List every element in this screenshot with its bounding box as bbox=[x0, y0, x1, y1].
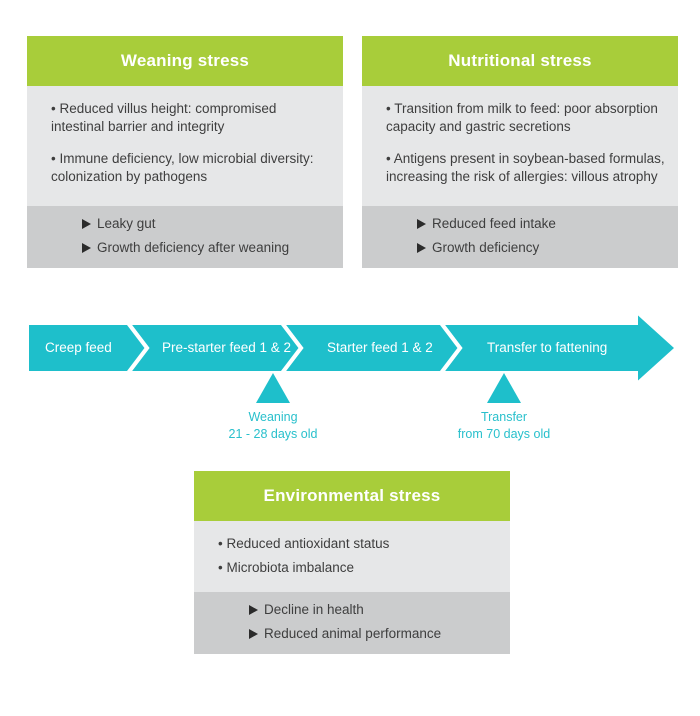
arrow-right-icon bbox=[417, 243, 426, 253]
nutritional-effect-1-label: Reduced feed intake bbox=[432, 216, 556, 231]
arrow-right-icon bbox=[82, 219, 91, 229]
environmental-stress-causes: • Reduced antioxidant status • Microbiot… bbox=[194, 521, 510, 592]
nutritional-effect-1: Reduced feed intake bbox=[417, 215, 678, 233]
environmental-cause-2: • Microbiota imbalance bbox=[218, 560, 355, 575]
weaning-stress-title: Weaning stress bbox=[27, 36, 343, 86]
weaning-milestone: Weaning 21 - 28 days old bbox=[213, 409, 333, 443]
weaning-effect-1-label: Leaky gut bbox=[97, 216, 156, 231]
weaning-milestone-title: Weaning bbox=[248, 410, 298, 424]
arrow-right-icon bbox=[82, 243, 91, 253]
transfer-milestone: Transfer from 70 days old bbox=[444, 409, 564, 443]
environmental-effect-2: Reduced animal performance bbox=[249, 625, 510, 643]
environmental-stress-effects: Decline in health Reduced animal perform… bbox=[194, 592, 510, 654]
nutritional-stress-title: Nutritional stress bbox=[362, 36, 678, 86]
stage-label-creep-feed: Creep feed bbox=[45, 340, 112, 355]
nutritional-cause-2: • Antigens present in soybean-based form… bbox=[386, 151, 665, 184]
environmental-effect-2-label: Reduced animal performance bbox=[264, 626, 442, 641]
weaning-effect-2: Growth deficiency after weaning bbox=[82, 239, 343, 257]
arrow-right-icon bbox=[249, 605, 258, 615]
nutritional-stress-effects: Reduced feed intake Growth deficiency bbox=[362, 206, 678, 268]
weaning-cause-2: • Immune deficiency, low microbial diver… bbox=[51, 151, 314, 184]
environmental-stress-title: Environmental stress bbox=[194, 471, 510, 521]
environmental-cause-1: • Reduced antioxidant status bbox=[218, 536, 390, 551]
weaning-stress-causes: • Reduced villus height: compromised int… bbox=[27, 86, 343, 206]
environmental-effect-1-label: Decline in health bbox=[264, 602, 364, 617]
nutritional-effect-2-label: Growth deficiency bbox=[432, 240, 540, 255]
environmental-effect-1: Decline in health bbox=[249, 601, 510, 619]
weaning-stress-box: Weaning stress • Reduced villus height: … bbox=[27, 36, 343, 268]
nutritional-cause-1: • Transition from milk to feed: poor abs… bbox=[386, 101, 658, 134]
nutritional-stress-causes: • Transition from milk to feed: poor abs… bbox=[362, 86, 678, 206]
environmental-stress-box: Environmental stress • Reduced antioxida… bbox=[194, 471, 510, 654]
weaning-effect-1: Leaky gut bbox=[82, 215, 343, 233]
transfer-milestone-title: Transfer bbox=[480, 410, 528, 424]
weaning-stress-effects: Leaky gut Growth deficiency after weanin… bbox=[27, 206, 343, 268]
stage-label-transfer: Transfer to fattening bbox=[487, 340, 608, 355]
weaning-effect-2-label: Growth deficiency after weaning bbox=[97, 240, 290, 255]
arrow-right-icon bbox=[417, 219, 426, 229]
weaning-milestone-age: 21 - 28 days old bbox=[228, 427, 318, 441]
transfer-marker bbox=[487, 373, 521, 403]
nutritional-effect-2: Growth deficiency bbox=[417, 239, 678, 257]
stage-label-starter: Starter feed 1 & 2 bbox=[327, 340, 433, 355]
transfer-milestone-age: from 70 days old bbox=[457, 427, 551, 441]
arrow-right-icon bbox=[249, 629, 258, 639]
nutritional-stress-box: Nutritional stress • Transition from mil… bbox=[362, 36, 678, 268]
stage-label-pre-starter: Pre-starter feed 1 & 2 bbox=[162, 340, 292, 355]
weaning-marker bbox=[256, 373, 290, 403]
weaning-cause-1: • Reduced villus height: compromised int… bbox=[51, 101, 277, 134]
